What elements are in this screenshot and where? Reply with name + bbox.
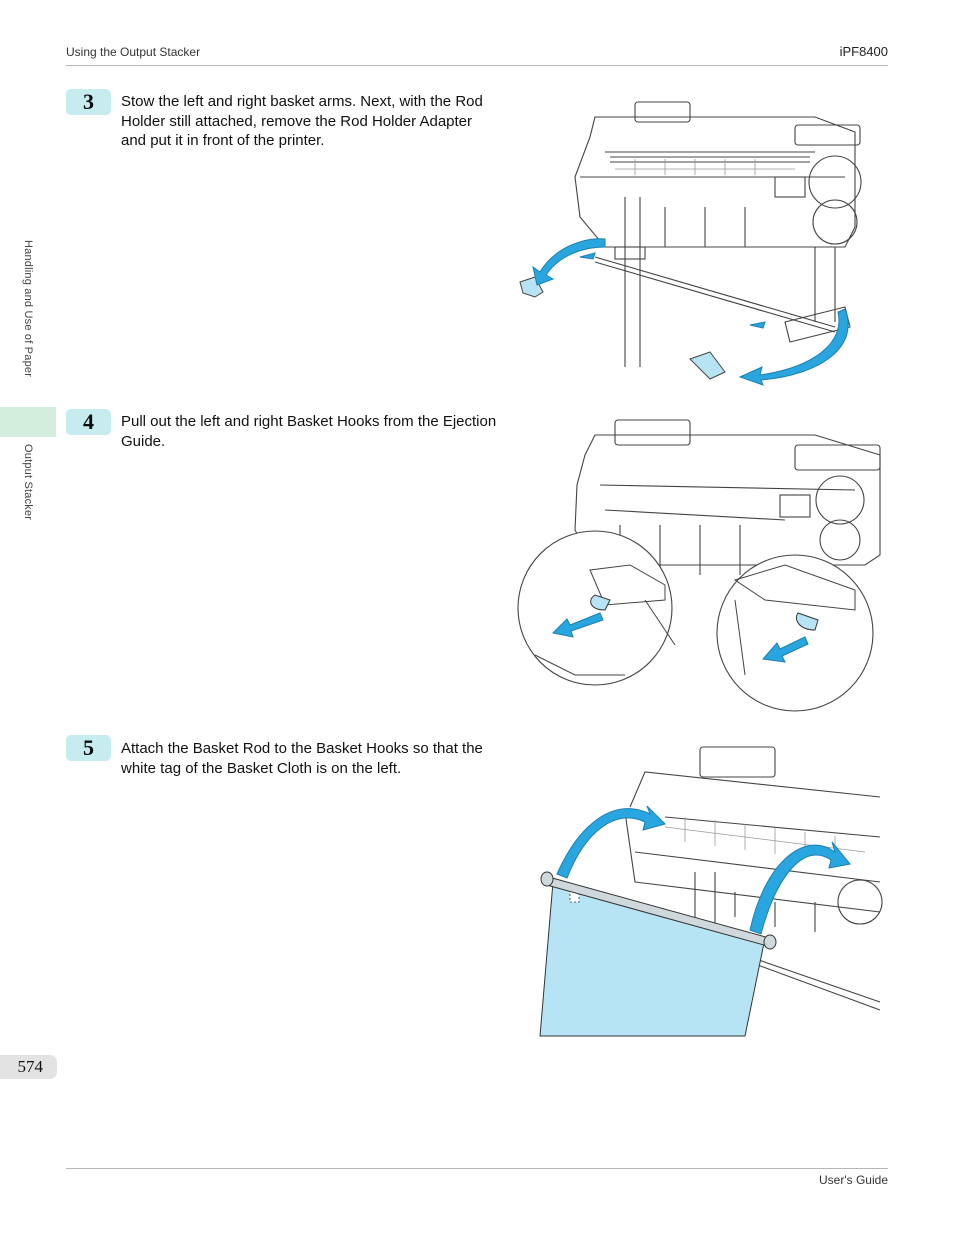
- page-number: 574: [0, 1055, 57, 1079]
- footer-guide-title: User's Guide: [819, 1173, 888, 1187]
- step-3-text: Stow the left and right basket arms. Nex…: [121, 93, 483, 149]
- side-section-highlight: [0, 407, 56, 437]
- step-5-badge: 5: [66, 735, 111, 761]
- step-5-illustration: [539, 746, 883, 1037]
- step-3-badge: 3: [66, 89, 111, 115]
- step-4-text: Pull out the left and right Basket Hooks…: [121, 413, 497, 450]
- step-4-badge: 4: [66, 409, 111, 435]
- step-4-illustration: [517, 419, 881, 712]
- header-section-title: Using the Output Stacker: [66, 45, 201, 59]
- side-section-label: Output Stacker: [22, 444, 34, 521]
- header-divider: [66, 65, 888, 66]
- side-chapter-label: Handling and Use of Paper: [22, 240, 34, 378]
- step-3-illustration: [519, 101, 862, 386]
- header-model: iPF8400: [839, 44, 888, 59]
- footer-divider: [66, 1168, 888, 1169]
- step-5-text: Attach the Basket Rod to the Basket Hook…: [121, 740, 483, 777]
